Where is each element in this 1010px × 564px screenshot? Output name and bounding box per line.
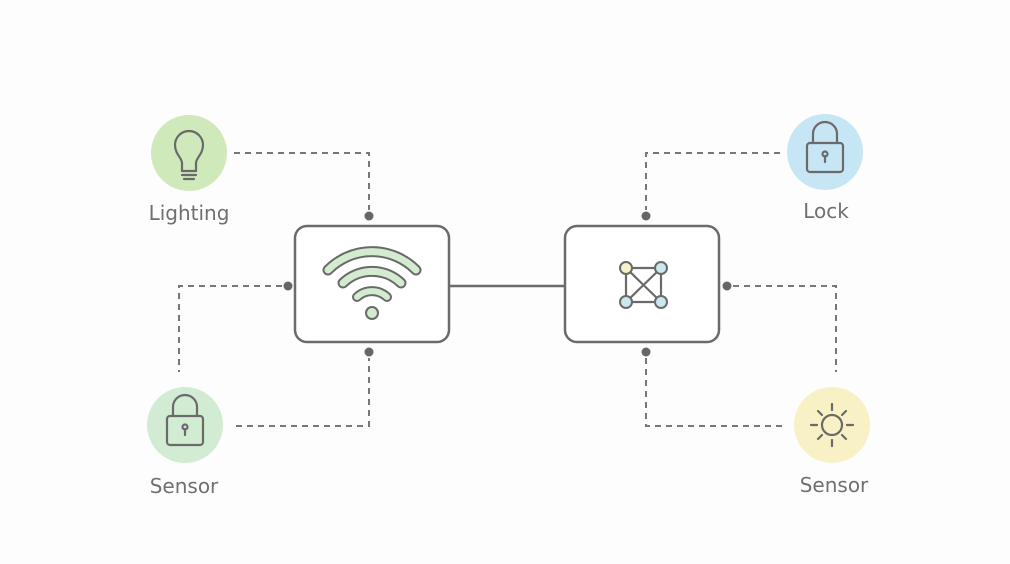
lock-icon xyxy=(165,393,205,447)
connector-sensor-right xyxy=(645,358,782,427)
wifi-hub xyxy=(293,224,451,344)
port-dot xyxy=(283,281,293,291)
device-circle xyxy=(151,115,227,191)
sun-icon xyxy=(809,402,855,448)
device-sensor-left[interactable]: Sensor xyxy=(147,387,223,498)
device-label: Sensor xyxy=(150,474,219,498)
port-dot xyxy=(641,211,651,221)
wifi-icon xyxy=(322,246,422,320)
device-lock[interactable]: Lock xyxy=(787,114,863,223)
lock-icon xyxy=(805,120,845,174)
connector-lock xyxy=(645,152,780,210)
port-dots xyxy=(283,211,732,357)
connector-lighting xyxy=(234,152,370,210)
device-label: Lighting xyxy=(149,201,230,225)
connector-left-side xyxy=(178,285,282,372)
port-dot xyxy=(641,347,651,357)
device-lighting[interactable]: Lighting xyxy=(149,115,230,225)
device-circle xyxy=(794,387,870,463)
connector-right-side xyxy=(733,285,837,372)
device-sensor-right[interactable]: Sensor xyxy=(794,387,870,497)
port-dot xyxy=(364,211,374,221)
device-label: Lock xyxy=(803,199,849,223)
device-label: Sensor xyxy=(800,473,869,497)
connector-sensor-left xyxy=(236,358,370,427)
port-dot xyxy=(722,281,732,291)
lightbulb-icon xyxy=(173,129,205,181)
port-dot xyxy=(364,347,374,357)
mesh-network-icon xyxy=(619,261,668,309)
connectors xyxy=(178,152,837,427)
